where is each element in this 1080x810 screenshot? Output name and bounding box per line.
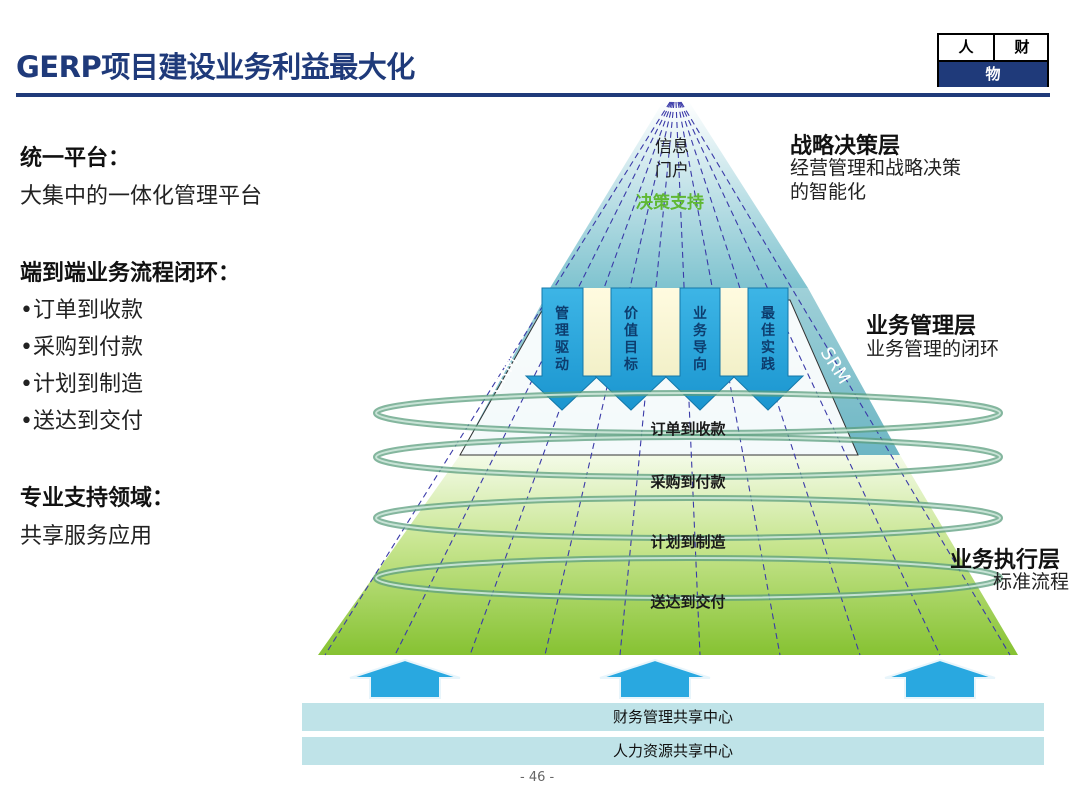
strategy-layer-area xyxy=(550,100,808,288)
arrow-label-char: 向 xyxy=(693,356,707,373)
apex-label-info: 信息 xyxy=(655,137,689,157)
ring-label: 计划到制造 xyxy=(650,533,725,551)
arrow-label-char: 践 xyxy=(761,356,775,373)
arrow-label-char: 实 xyxy=(761,339,775,356)
arrow-label-char: 驱 xyxy=(555,340,569,356)
ring-label: 采购到付款 xyxy=(649,473,726,491)
arrow-label-best-practice: 最佳实践 xyxy=(761,305,776,373)
strategy-layer-line2: 的智能化 xyxy=(790,181,867,203)
process-item: •计划到制造 xyxy=(20,372,143,397)
arrow-label-char: 业 xyxy=(693,306,707,322)
process-item: •采购到付款 xyxy=(20,335,143,360)
up-arrows xyxy=(349,658,996,699)
arrow-label-char: 价 xyxy=(624,306,639,322)
ring-label: 送达到交付 xyxy=(649,593,725,611)
page-number: - 46 - xyxy=(520,770,555,785)
arrow-label-char: 目 xyxy=(624,340,638,356)
process-rings xyxy=(373,390,1003,601)
badge-wu: 物 xyxy=(939,60,1047,87)
process-item: •订单到收款 xyxy=(20,298,143,323)
up-arrow-left xyxy=(349,658,461,699)
arrow-label-char: 导 xyxy=(693,340,707,356)
execution-layer-heading: 业务执行层 xyxy=(950,548,1061,573)
arrow-label-char: 佳 xyxy=(761,322,775,339)
badge-ren: 人 xyxy=(939,35,995,60)
badge-box: 人 财 物 xyxy=(937,33,1049,87)
arrow-label-char: 值 xyxy=(624,322,638,339)
arrow-label-char: 管 xyxy=(555,305,569,322)
apex-label-decision: 决策支持 xyxy=(636,192,704,213)
up-arrow-right xyxy=(884,658,996,699)
section-heading-support: 专业支持领域： xyxy=(20,486,175,511)
arrow-label-char: 动 xyxy=(555,356,569,373)
value-arrows xyxy=(524,287,805,411)
section-text-support: 共享服务应用 xyxy=(20,524,153,549)
section-heading-platform: 统一平台： xyxy=(20,146,131,171)
arrow-label-char: 最 xyxy=(761,305,776,322)
section-heading-process: 端到端业务流程闭环： xyxy=(20,261,241,286)
arrow-label-char: 标 xyxy=(623,356,638,373)
arrow-label-value-target: 价值目标 xyxy=(623,306,639,373)
finance-shared-center-bar: 财务管理共享中心 xyxy=(302,703,1044,731)
hr-shared-center-bar: 人力资源共享中心 xyxy=(302,737,1044,765)
badge-cai: 财 xyxy=(1014,38,1030,56)
arrow-label-management-drive: 管理驱动 xyxy=(555,305,569,373)
up-arrow-center xyxy=(599,658,711,699)
arrow-label-char: 理 xyxy=(555,323,569,339)
arrow-label-business-oriented: 业务导向 xyxy=(693,306,708,373)
execution-layer-text: 标准流程 xyxy=(993,571,1070,593)
apex-label-portal: 门户 xyxy=(655,161,689,181)
ring-label: 订单到收款 xyxy=(650,420,726,438)
arrow-label-char: 务 xyxy=(693,322,708,339)
process-item: •送达到交付 xyxy=(20,409,143,434)
management-layer-heading: 业务管理层 xyxy=(866,314,977,339)
management-layer-text: 业务管理的闭环 xyxy=(866,338,1000,360)
strategy-layer-heading: 战略决策层 xyxy=(790,134,901,159)
strategy-layer-line1: 经营管理和战略决策 xyxy=(790,157,962,179)
section-text-platform: 大集中的一体化管理平台 xyxy=(20,184,263,209)
title-underline xyxy=(16,93,1050,97)
page-title: GERP项目建设业务利益最大化 xyxy=(16,50,415,84)
